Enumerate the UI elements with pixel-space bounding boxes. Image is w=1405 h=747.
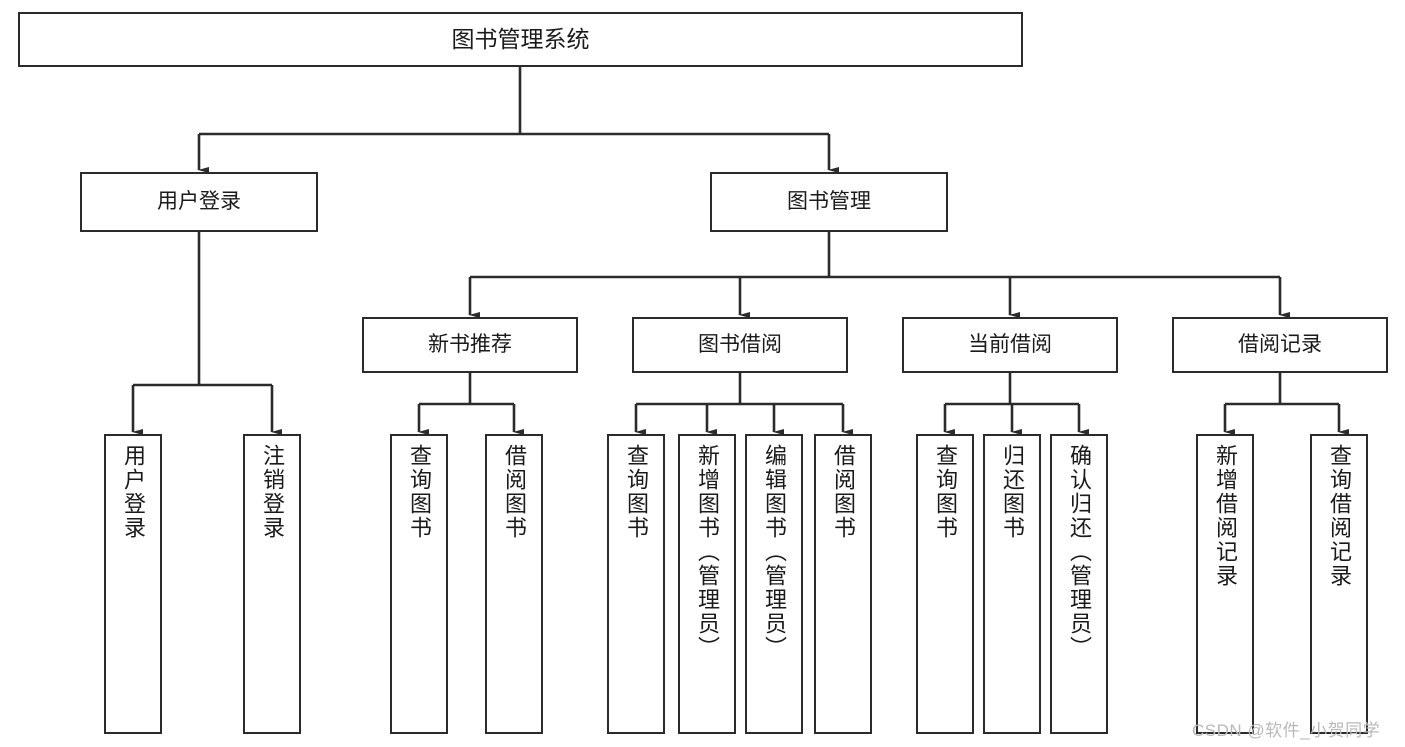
node-current-borrow[interactable]: 当前借阅 [902,317,1118,373]
node-leaf-confirm-return[interactable]: 确认归还（管理员） [1050,434,1108,734]
node-book-manage-label: 图书管理 [787,190,871,214]
node-leaf-confirm-return-label: 确认归还（管理员） [1067,444,1092,660]
node-leaf-query-book-1[interactable]: 查询图书 [390,434,448,734]
node-leaf-user-login[interactable]: 用户登录 [104,434,162,734]
node-user-login[interactable]: 用户登录 [80,172,318,232]
node-user-login-label: 用户登录 [157,190,241,214]
node-leaf-query-book-2[interactable]: 查询图书 [607,434,665,734]
node-leaf-query-book-3[interactable]: 查询图书 [916,434,974,734]
node-new-book-rec[interactable]: 新书推荐 [362,317,578,373]
node-root-system-label: 图书管理系统 [451,25,590,52]
node-borrow-record[interactable]: 借阅记录 [1172,317,1388,373]
node-book-borrow[interactable]: 图书借阅 [632,317,848,373]
node-leaf-add-record[interactable]: 新增借阅记录 [1196,434,1254,734]
node-leaf-borrow-book-2-label: 借阅图书 [831,444,856,540]
node-root-system[interactable]: 图书管理系统 [18,12,1023,67]
node-leaf-query-book-1-label: 查询图书 [407,444,432,540]
node-current-borrow-label: 当前借阅 [968,333,1052,357]
node-leaf-logout[interactable]: 注销登录 [243,434,301,734]
node-leaf-add-book[interactable]: 新增图书（管理员） [678,434,736,734]
node-leaf-borrow-book-2[interactable]: 借阅图书 [814,434,872,734]
node-leaf-add-book-label: 新增图书（管理员） [695,444,720,660]
node-borrow-record-label: 借阅记录 [1238,333,1322,357]
node-leaf-logout-label: 注销登录 [260,444,285,540]
node-book-borrow-label: 图书借阅 [698,333,782,357]
node-book-manage[interactable]: 图书管理 [710,172,948,232]
node-leaf-query-book-3-label: 查询图书 [933,444,958,540]
node-leaf-return-book-label: 归还图书 [1000,444,1025,540]
node-leaf-add-record-label: 新增借阅记录 [1213,444,1238,588]
node-leaf-borrow-book-1[interactable]: 借阅图书 [485,434,543,734]
node-leaf-edit-book-label: 编辑图书（管理员） [762,444,787,660]
node-leaf-borrow-book-1-label: 借阅图书 [502,444,527,540]
node-leaf-query-book-2-label: 查询图书 [624,444,649,540]
node-leaf-return-book[interactable]: 归还图书 [983,434,1041,734]
node-new-book-rec-label: 新书推荐 [428,333,512,357]
node-leaf-query-record-label: 查询借阅记录 [1327,444,1352,588]
csdn-watermark: CSDN @软件_小贺同学 [1192,721,1381,740]
node-leaf-query-record[interactable]: 查询借阅记录 [1310,434,1368,734]
node-leaf-edit-book[interactable]: 编辑图书（管理员） [745,434,803,734]
node-leaf-user-login-label: 用户登录 [121,444,146,540]
